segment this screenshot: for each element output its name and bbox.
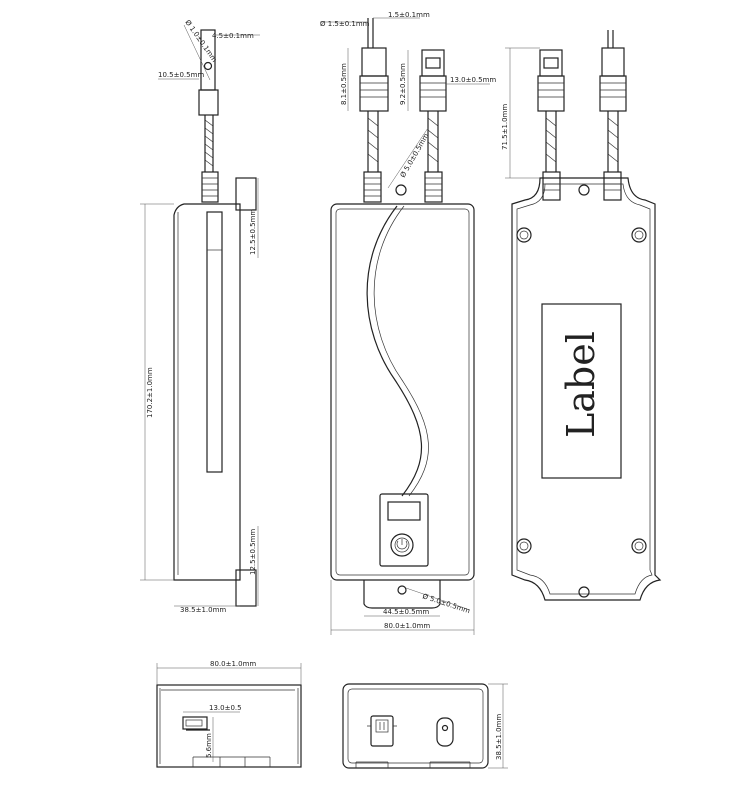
- dim-body-length: 170.2±1.0mm: [146, 367, 154, 418]
- front-internal-cable: [366, 205, 422, 497]
- end-view-right: 38.5±1.0mm: [342, 683, 508, 769]
- back-view: Label 71.5±1.0mm: [501, 30, 662, 601]
- power-icon: [396, 539, 408, 550]
- front-power-button: [390, 533, 414, 557]
- dim-plug-len-a: 8.1±0.5mm: [340, 63, 348, 105]
- dim-cable-len: 71.5±1.0mm: [501, 104, 509, 150]
- dim-plug-width-a: 10.5±0.5mm: [158, 71, 204, 79]
- front-strain-relief-right: [424, 171, 443, 203]
- dim-port-height: 5.6mm: [205, 733, 213, 758]
- front-plug-right-window: [425, 57, 441, 69]
- dim-side-bottom-offset: 12.5±0.5mm: [249, 529, 257, 575]
- end-view-left: 80.0±1.0mm 13.0±0.5 5.6mm: [156, 660, 302, 768]
- dim-tab-width: 44.5±0.5mm: [383, 608, 429, 616]
- end-housing-right: [342, 683, 489, 769]
- end-port-usb: [182, 716, 208, 730]
- back-strain-relief-left: [542, 171, 561, 201]
- end-connector-b: [436, 717, 454, 747]
- back-plug-right-body: [599, 75, 627, 112]
- label-text: Label: [559, 331, 603, 438]
- side-housing: [173, 203, 241, 581]
- dim-end-height: 38.5±1.0mm: [495, 714, 503, 760]
- back-plug-left-body: [537, 75, 565, 112]
- dim-top-width-small: 4.5±0.1mm: [212, 32, 254, 40]
- front-plug-left-body: [359, 75, 389, 112]
- side-strain-relief: [201, 171, 219, 203]
- front-plug-left-top: [361, 47, 387, 77]
- side-view: 4.5±0.1mm 10.5±0.5mm Ø 1.0±0.1mm 170.2±1…: [140, 19, 260, 614]
- front-housing: [330, 203, 475, 581]
- side-plug-hole: [203, 61, 213, 71]
- dim-pin-dia: Ø 1.5±0.1mm: [320, 20, 370, 28]
- front-plug-right-top: [421, 49, 445, 77]
- front-plug-right-body: [419, 75, 447, 112]
- dim-plug-width-b: 13.0±0.5mm: [450, 76, 496, 84]
- side-plug-body: [198, 89, 219, 116]
- back-top-hole: [578, 184, 590, 196]
- dim-pin-spacing: 1.5±0.1mm: [388, 11, 430, 19]
- back-strain-relief-right: [603, 171, 622, 201]
- back-plug-left-top: [539, 49, 563, 77]
- front-top-hole: [395, 184, 407, 196]
- side-top-tab: [235, 177, 257, 211]
- back-plug-right-top: [601, 47, 625, 77]
- side-bottom-tab: [235, 569, 257, 607]
- front-bottom-tab: [363, 580, 441, 609]
- back-mount-holes: [516, 227, 647, 554]
- dim-end-width: 80.0±1.0mm: [210, 660, 256, 668]
- end-connector-a: [370, 715, 394, 747]
- dim-port-width: 13.0±0.5: [209, 704, 242, 712]
- dim-side-thickness: 38.5±1.0mm: [180, 606, 226, 614]
- front-view: Ø 1.5±0.1mm 1.5±0.1mm 8.1±0.5mm 9.2±0.5m…: [320, 11, 496, 635]
- front-display-screen: [387, 501, 421, 521]
- dim-side-top-offset: 12.5±0.5mm: [249, 209, 257, 255]
- end-housing-left: [156, 684, 302, 768]
- dim-plug-len-b: 9.2±0.5mm: [399, 63, 407, 105]
- back-label-area: [541, 303, 622, 479]
- dim-body-width: 80.0±1.0mm: [384, 622, 430, 630]
- back-bottom-hole: [578, 586, 590, 598]
- front-bottom-hole: [397, 585, 407, 595]
- back-mounting-plate: [511, 177, 662, 601]
- side-inner-panel: [206, 211, 223, 473]
- front-strain-relief-left: [363, 171, 382, 203]
- front-display-module: [379, 493, 429, 567]
- side-cable: [204, 115, 214, 172]
